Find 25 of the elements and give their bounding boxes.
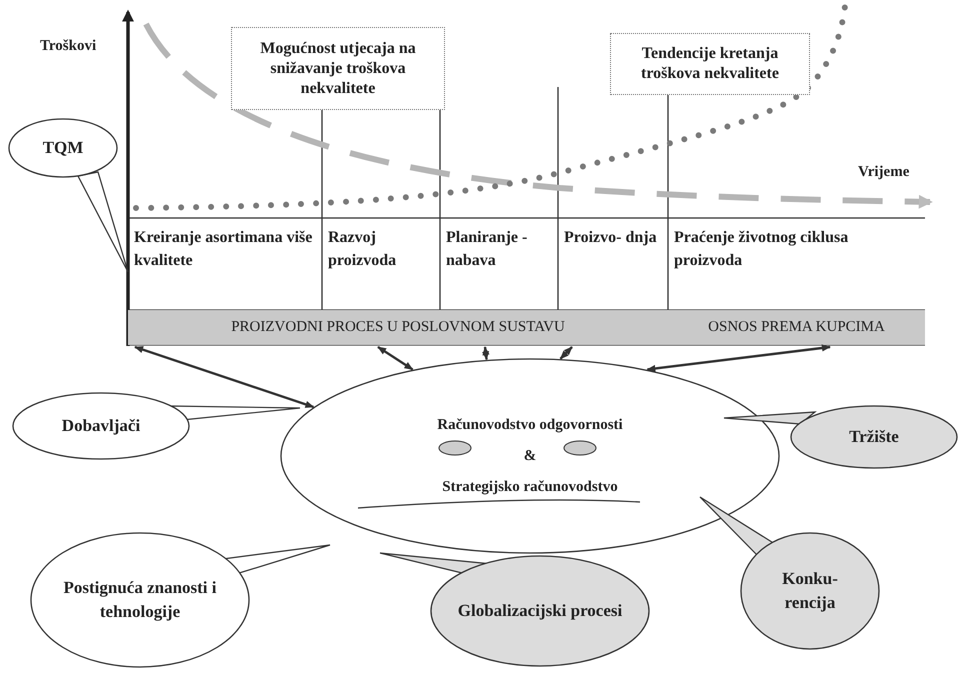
ellipse-text: Strategijsko računovodstvo [442, 478, 618, 496]
phase-label: Praćenje životnog ciklusa proizvoda [668, 218, 925, 310]
ellipse-text: & [524, 448, 536, 464]
axis-label: Vrijeme [858, 164, 910, 181]
phase-label: Kreiranje asortimana više kvalitete [128, 218, 322, 310]
bubble-text: Postignuća znanosti i tehnologije [62, 577, 218, 623]
bubble-text: TQM [42, 137, 84, 160]
bubble-text: Konku- rencija [781, 568, 839, 614]
phase-label: Razvoj proizvoda [322, 218, 440, 310]
ellipse-text: Računovodstvo odgovornosti [437, 416, 623, 434]
axis-label: Troškovi [40, 38, 96, 55]
phase-label: Planiranje - nabava [440, 218, 558, 310]
process-band: PROIZVODNI PROCES U POSLOVNOM SUSTAVU [128, 310, 668, 345]
bubble-text: Tržište [849, 426, 899, 448]
note-box: Mogućnost utjecaja na snižavanje troškova nekvalitete [231, 27, 445, 110]
note-box: Tendencije kretanja troškova nekvalitete [610, 33, 810, 95]
double-arrow [377, 346, 414, 370]
double-arrow [134, 346, 314, 408]
bubble-text: Dobavljači [62, 415, 140, 438]
double-arrow [560, 346, 573, 360]
double-arrow [482, 346, 490, 360]
phase-label: Proizvo- dnja [558, 218, 668, 310]
double-arrow [646, 344, 831, 372]
bubble-text: Globalizacijski procesi [458, 600, 622, 622]
process-band: OSNOS PREMA KUPCIMA [668, 310, 925, 345]
